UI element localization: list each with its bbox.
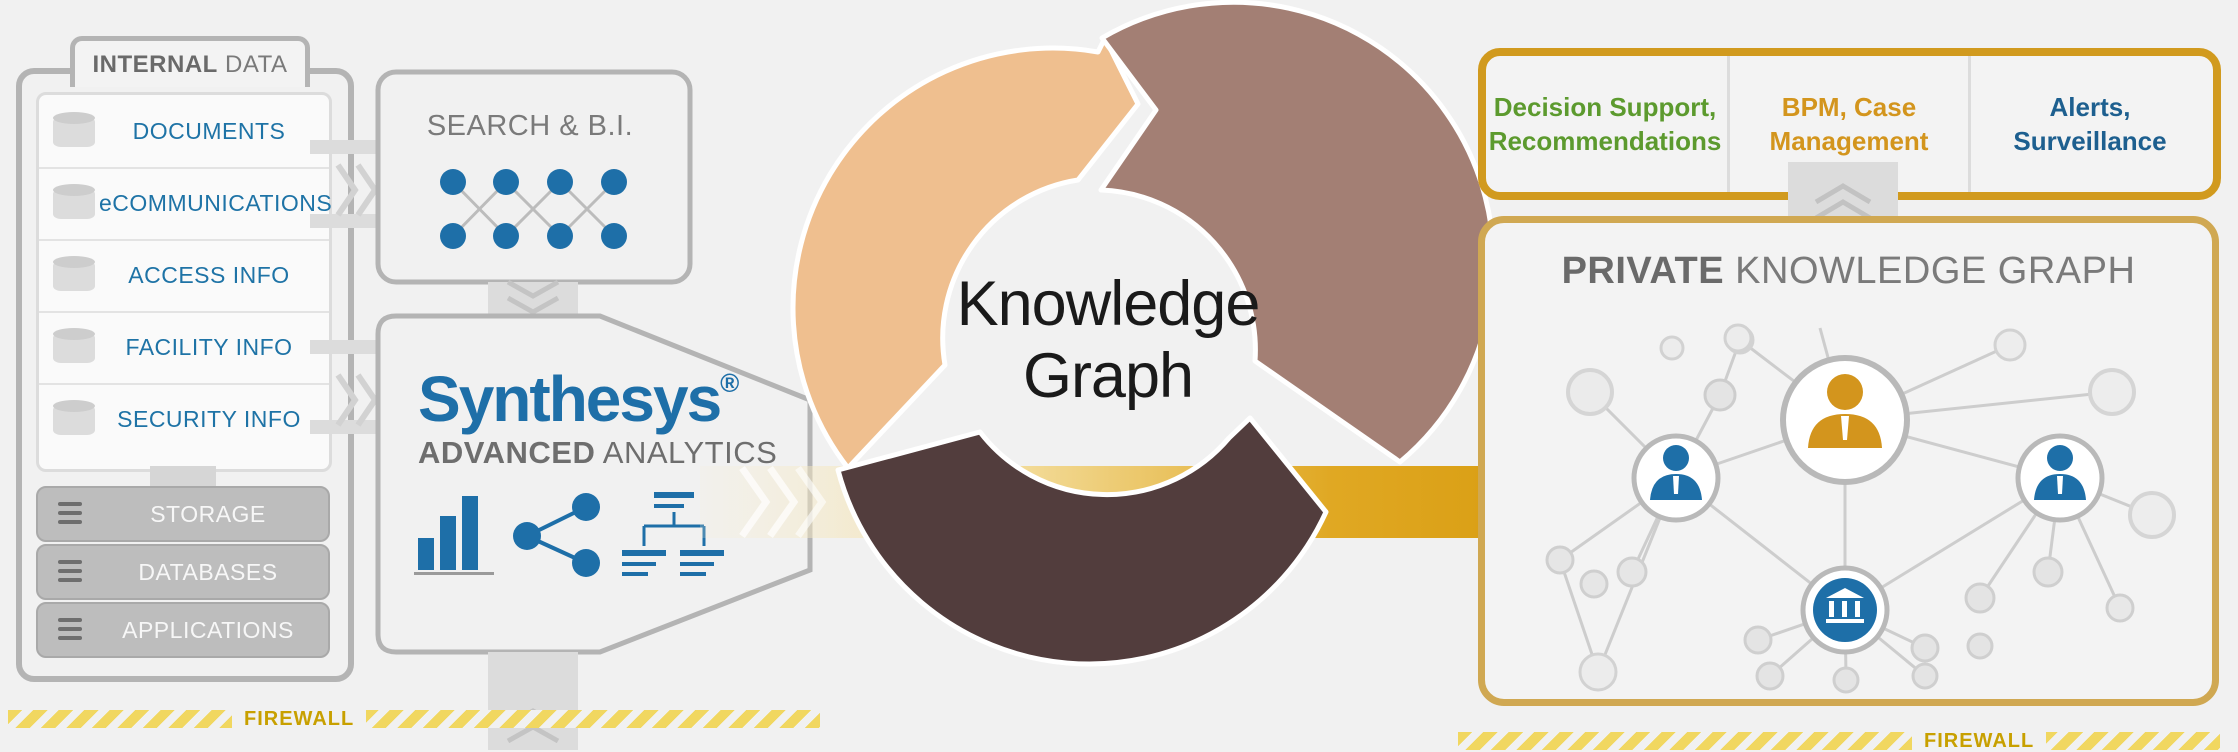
advanced-bold: ADVANCED xyxy=(418,435,596,470)
bank-icon xyxy=(2128,491,2176,539)
search-bi-title: SEARCH & B.I. xyxy=(426,110,634,142)
list-item: DOCUMENTS xyxy=(39,95,329,169)
cycle-segment-dark xyxy=(835,415,1329,667)
bank-icon xyxy=(1578,652,1618,692)
private-kg-title-bold: PRIVATE xyxy=(1561,250,1725,292)
outcome-divider xyxy=(1968,56,1971,192)
private-kg-title: PRIVATE KNOWLEDGE GRAPH xyxy=(1478,250,2219,293)
person-icon xyxy=(2105,593,2135,623)
graph-icon xyxy=(513,493,600,577)
database-icon xyxy=(53,256,95,291)
internal-data-title-bold: INTERNAL xyxy=(92,51,218,78)
person-icon xyxy=(1545,545,1575,575)
person-icon xyxy=(2032,556,2064,588)
bank-icon xyxy=(2088,368,2136,416)
person-icon xyxy=(1832,666,1860,694)
network-nodes xyxy=(440,169,627,249)
person-icon xyxy=(1659,335,1685,361)
list-item: FACILITY INFO xyxy=(39,311,329,385)
menu-icon xyxy=(58,502,82,526)
outcome-line: Decision Support, xyxy=(1493,92,1717,122)
dollar-icon xyxy=(1993,328,2027,362)
source-facility-info: FACILITY INFO xyxy=(125,334,293,360)
bar-chart-icon xyxy=(414,496,494,575)
bank-icon xyxy=(1723,323,1753,353)
list-item: SECURITY INFO xyxy=(39,383,329,455)
database-icon xyxy=(53,328,95,363)
person-icon xyxy=(1911,662,1939,690)
outcome-divider xyxy=(1727,56,1730,192)
data-sources-list: DOCUMENTS eCOMMUNICATIONS ACCESS INFO FA… xyxy=(36,92,332,472)
outcome-bpm: BPM, Case Management xyxy=(1730,56,1968,192)
outcome-line: Management xyxy=(1769,126,1929,156)
firewall-right-label: FIREWALL xyxy=(1912,731,2047,751)
person-icon xyxy=(1910,633,1940,663)
firewall-left xyxy=(8,710,820,728)
list-item: ACCESS INFO xyxy=(39,239,329,313)
blue-person-node-left xyxy=(1631,433,1721,523)
outcome-decision-support: Decision Support, Recommendations xyxy=(1486,56,1724,192)
system-label: STORAGE xyxy=(150,501,266,527)
outcome-line: Alerts, xyxy=(2049,92,2131,122)
blue-bank-node xyxy=(1800,565,1890,655)
analytics-rest: ANALYTICS xyxy=(595,435,778,470)
bank-icon xyxy=(1703,378,1737,412)
source-access-info: ACCESS INFO xyxy=(128,262,290,288)
synthesys-brand: Synthesys xyxy=(418,363,722,435)
synthesys-logo: Synthesys® xyxy=(418,362,739,436)
system-label: APPLICATIONS xyxy=(122,617,294,643)
menu-icon xyxy=(58,618,82,642)
database-icon xyxy=(53,184,95,219)
person-icon xyxy=(1966,632,1994,660)
outcome-alerts: Alerts, Surveillance xyxy=(1971,56,2209,192)
source-documents: DOCUMENTS xyxy=(132,118,286,144)
database-icon xyxy=(53,112,95,147)
bank-icon xyxy=(1566,368,1614,416)
list-item: eCOMMUNICATIONS xyxy=(39,167,333,241)
gold-person-node xyxy=(1780,355,1910,485)
advanced-analytics-label: ADVANCED ANALYTICS xyxy=(418,435,777,471)
private-kg-title-rest: KNOWLEDGE GRAPH xyxy=(1724,250,2136,292)
internal-data-tab: INTERNAL DATA xyxy=(70,36,310,87)
internal-data-title-rest: DATA xyxy=(217,51,288,78)
person-icon xyxy=(1579,569,1609,599)
registered-mark: ® xyxy=(720,368,740,398)
firewall-right xyxy=(1458,732,2220,750)
system-label: DATABASES xyxy=(138,559,278,585)
outcome-line: BPM, Case xyxy=(1781,92,1917,122)
fork-icon xyxy=(1964,582,1996,614)
source-security-info: SECURITY INFO xyxy=(117,406,301,432)
person-icon xyxy=(1743,625,1773,655)
cycle-segment-light xyxy=(790,35,1141,471)
person-icon xyxy=(1755,661,1785,691)
kg-title-line1: Knowledge xyxy=(956,269,1261,339)
system-applications: APPLICATIONS xyxy=(36,602,330,658)
bank-icon xyxy=(1616,556,1648,588)
source-ecommunications: eCOMMUNICATIONS xyxy=(99,190,333,216)
system-storage: STORAGE xyxy=(36,486,330,542)
list-connector xyxy=(150,466,216,488)
minor-nodes xyxy=(1545,323,2176,694)
firewall-left-label: FIREWALL xyxy=(232,709,367,729)
database-icon xyxy=(53,400,95,435)
blue-person-node-right xyxy=(2015,433,2105,523)
knowledge-graph-network xyxy=(1545,323,2176,694)
outcome-line: Recommendations xyxy=(1488,126,1722,156)
menu-icon xyxy=(58,560,82,584)
system-databases: DATABASES xyxy=(36,544,330,600)
search-analytics-shapes xyxy=(310,69,813,750)
knowledge-graph-title: Knowledge Graph xyxy=(928,268,1288,412)
outcome-line: Surveillance xyxy=(2013,126,2167,156)
kg-title-line2: Graph xyxy=(1022,341,1194,411)
